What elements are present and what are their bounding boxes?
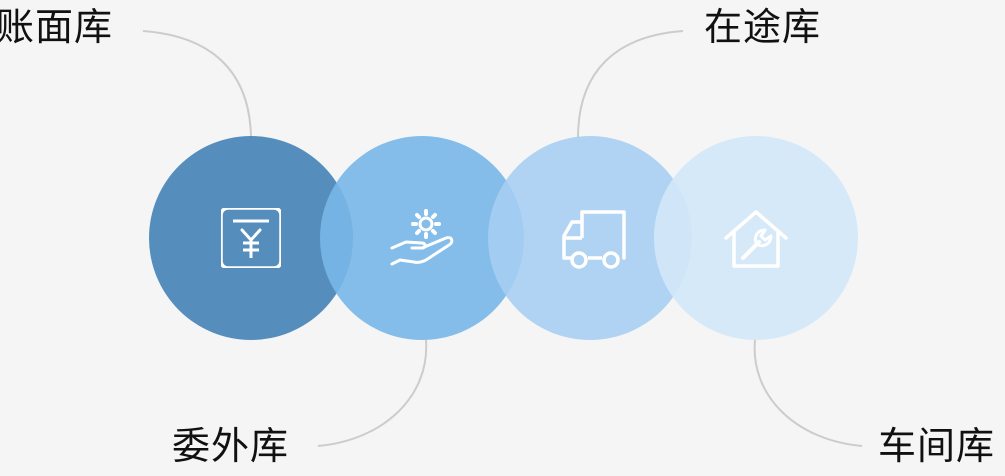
connector-line-3 [577, 30, 684, 139]
hand-gear-icon [390, 208, 454, 268]
label-ledger-stock: 账面库 [0, 5, 114, 49]
house-wrench-icon [724, 208, 788, 268]
label-outsourced-stock: 委外库 [172, 424, 290, 468]
circle-ledger-stock [149, 136, 353, 340]
ledger-yen-icon [219, 206, 283, 270]
connector-line-2 [317, 339, 428, 447]
label-workshop-stock: 车间库 [878, 424, 996, 468]
label-in-transit-stock: 在途库 [704, 5, 822, 49]
connector-line-1 [142, 30, 252, 139]
truck-icon [560, 208, 626, 269]
connector-line-4 [753, 339, 863, 447]
circle-workshop-stock [654, 136, 858, 340]
